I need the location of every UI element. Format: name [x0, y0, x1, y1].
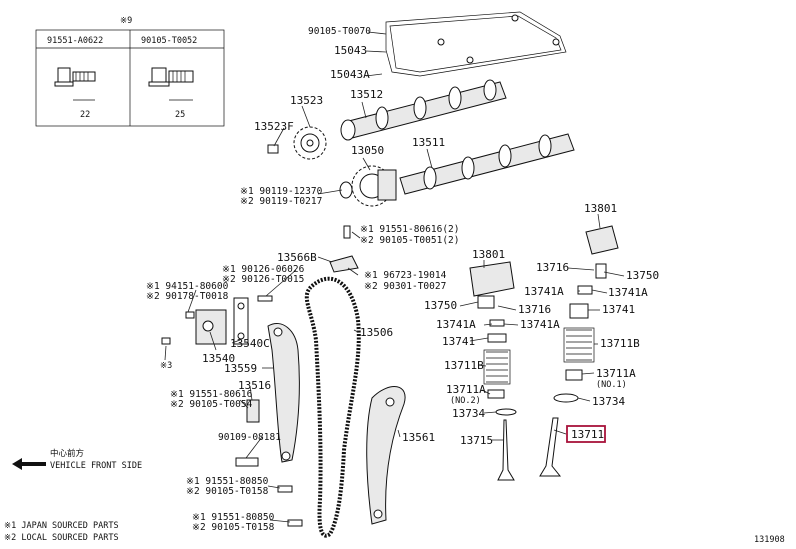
label-90105-T0070: 90105-T0070: [308, 26, 371, 37]
label-s1-91551-80850-a: ※1 91551-80850: [186, 476, 269, 487]
flange-bolt-icon: [54, 67, 96, 101]
label-13711-highlighted[interactable]: 13711: [571, 428, 604, 441]
label-s2-90119-T0217: ※2 90119-T0217: [240, 196, 322, 207]
flange-bolt-icon: [148, 67, 194, 101]
cam-cover-gasket: [385, 11, 567, 77]
highlight-box-13711: [566, 425, 606, 443]
label-13050: 13050: [351, 144, 384, 157]
chain-tensioner-slipper: [267, 323, 300, 463]
label-s1-91551-80616-2: ※1 91551-80616(2): [360, 224, 459, 235]
label-13711B-left: 13711B: [444, 359, 484, 372]
inset-col1-part: 91551-A0622: [47, 36, 103, 46]
valve-train-right: [539, 225, 619, 477]
label-13741A-right-a: 13741A: [524, 285, 564, 298]
label-no2: (NO.2): [450, 396, 481, 406]
label-13512: 13512: [350, 88, 383, 101]
label-s2-90105-T0051-2: ※2 90105-T0051(2): [360, 235, 459, 246]
valve-spring-left: [483, 349, 511, 385]
label-13540C: 13540C: [230, 337, 270, 350]
label-s2-90105-T0158-a: ※2 90105-T0158: [186, 486, 269, 497]
label-13711A-left: 13711A: [446, 383, 486, 396]
label-13511: 13511: [412, 136, 445, 149]
chain-guide-plate: [246, 399, 260, 423]
label-13750-right: 13750: [626, 269, 659, 282]
legend-japan-sourced: ※1 JAPAN SOURCED PARTS: [4, 521, 119, 531]
label-13734-right: 13734: [592, 395, 625, 408]
label-13561: 13561: [402, 431, 435, 444]
legend-local-sourced: ※2 LOCAL SOURCED PARTS: [4, 533, 119, 543]
label-13741-left: 13741: [442, 335, 475, 348]
sprocket-bolt: [267, 144, 279, 154]
label-s2-90301-T0027: ※2 90301-T0027: [364, 281, 446, 292]
label-no1: (NO.1): [596, 380, 627, 390]
label-13734-left: 13734: [452, 407, 485, 420]
label-13716-left: 13716: [518, 303, 551, 316]
leader-lines: [164, 31, 625, 523]
label-13540: 13540: [202, 352, 235, 365]
label-13559: 13559: [224, 362, 257, 375]
label-13741A-left-a: 13741A: [436, 318, 476, 331]
timing-chain: [304, 276, 361, 538]
label-13711A-right: 13711A: [596, 367, 636, 380]
label-13741A-right-b: 13741A: [608, 286, 648, 299]
label-s1-94151-80600: ※1 94151-80600: [146, 281, 229, 292]
label-13801-left: 13801: [472, 248, 505, 261]
vvt-gear-assembly: [339, 165, 397, 207]
camshaft-lower: [399, 133, 575, 195]
front-direction-indicator: 中心前方 VEHICLE FRONT SIDE: [12, 448, 142, 471]
valve-spring-right: [563, 327, 595, 363]
label-s3: ※3: [160, 361, 172, 371]
label-13715: 13715: [460, 434, 493, 447]
label-13566B: 13566B: [277, 251, 317, 264]
chain-tensioner: [195, 297, 249, 345]
label-13750-left: 13750: [424, 299, 457, 312]
front-label-cn: 中心前方: [50, 448, 84, 459]
label-13523F: 13523F: [254, 120, 294, 133]
label-15043A: 15043A: [330, 68, 370, 81]
arrow-left-icon: [12, 458, 46, 470]
inset-note: ※9: [120, 16, 132, 26]
inset-col2-part: 90105-T0052: [141, 36, 197, 46]
front-label-en: VEHICLE FRONT SIDE: [50, 461, 142, 471]
label-90109-08181: 90109-08181: [218, 432, 281, 443]
label-13711B-right: 13711B: [600, 337, 640, 350]
label-s2-90105-T0054: ※2 90105-T0054: [170, 399, 253, 410]
label-s1-96723-19014: ※1 96723-19014: [364, 270, 447, 281]
label-13741A-left-b: 13741A: [520, 318, 560, 331]
camshaft-upper: [340, 79, 507, 141]
label-15043: 15043: [334, 44, 367, 57]
cam-timing-sprocket: [293, 126, 327, 160]
label-13523: 13523: [290, 94, 323, 107]
label-s1-91551-80850-b: ※1 91551-80850: [192, 512, 275, 523]
label-s2-90105-T0158-b: ※2 90105-T0158: [192, 522, 275, 533]
figure-code: 131908: [754, 535, 785, 545]
label-s1-90119-12370: ※1 90119-12370: [240, 186, 323, 197]
label-s1-90126-06026: ※1 90126-06026: [222, 264, 305, 275]
label-s1-91551-80616: ※1 91551-80616: [170, 389, 253, 400]
part-labels: 90105-T0070 15043 15043A 13523 13512 135…: [146, 26, 659, 533]
inset-dim1: 22: [80, 110, 90, 120]
label-13801-right: 13801: [584, 202, 617, 215]
chain-vibration-damper: [366, 386, 406, 525]
guide-bolts: [161, 225, 351, 527]
label-s2-90126-T0015: ※2 90126-T0015: [222, 274, 304, 285]
label-13506: 13506: [360, 326, 393, 339]
label-13741-right: 13741: [602, 303, 635, 316]
valve-train-left: [469, 261, 517, 481]
label-13516: 13516: [238, 379, 271, 392]
inset-dim2: 25: [175, 110, 185, 120]
chain-guide-upper: [329, 255, 359, 273]
label-s2-90178-T0018: ※2 90178-T0018: [146, 291, 229, 302]
label-13716-right: 13716: [536, 261, 569, 274]
inset-fastener-box: ※9 91551-A0622 90105-T0052 22 25: [35, 16, 225, 127]
